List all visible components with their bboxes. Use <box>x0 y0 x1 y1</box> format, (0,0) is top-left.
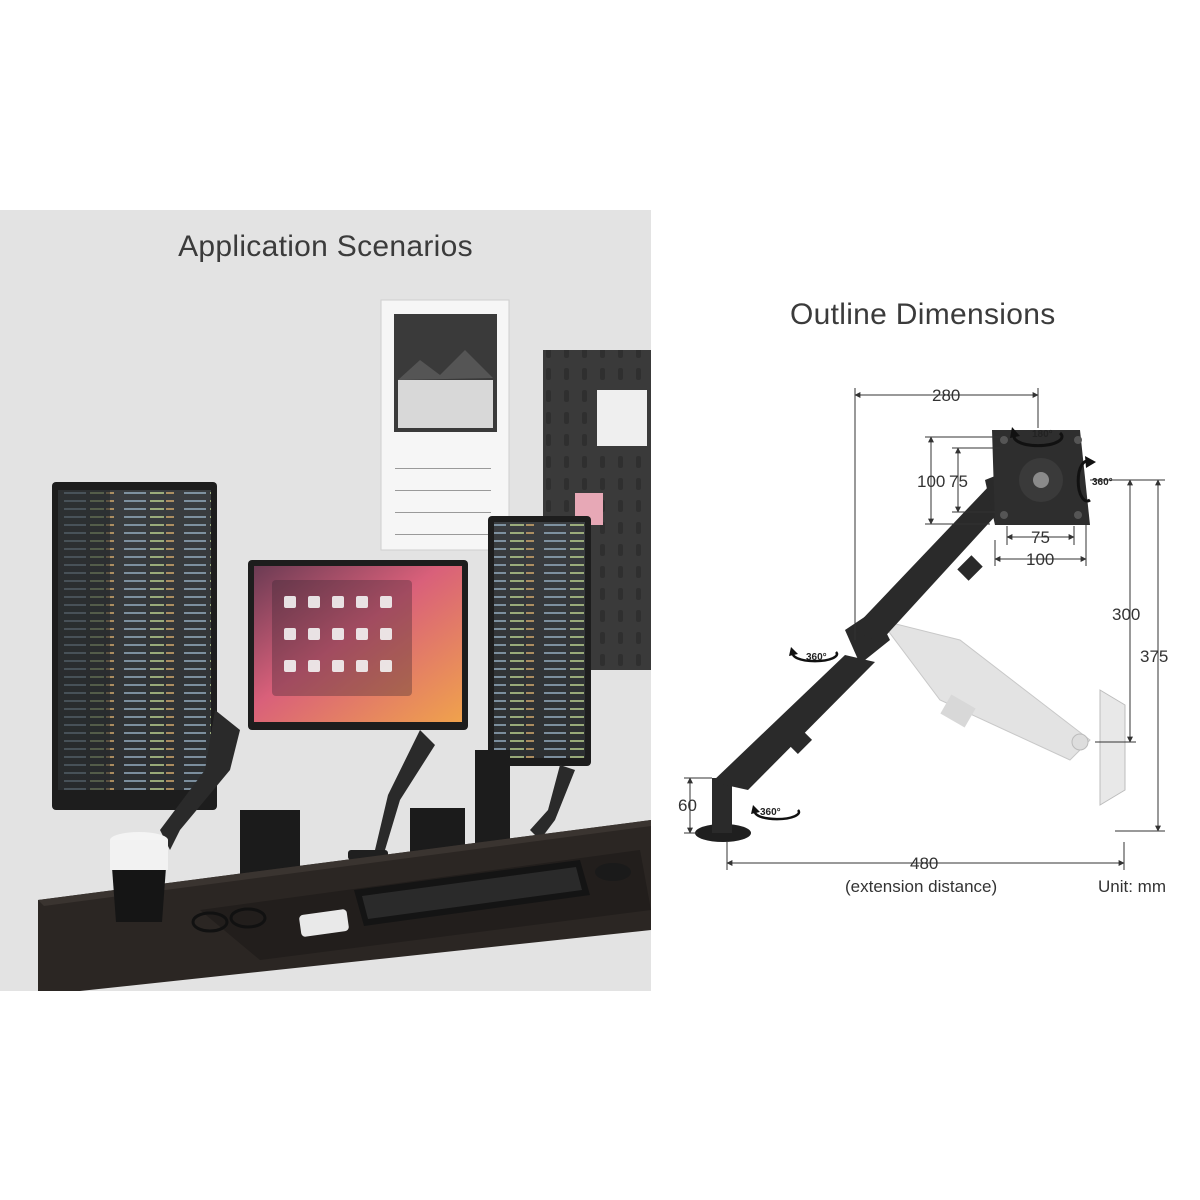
label-300: 300 <box>1112 605 1140 624</box>
label-75-vertical: 75 <box>949 472 968 491</box>
rotation-indicator-tilt <box>1076 456 1096 503</box>
phone <box>299 909 349 937</box>
label-unit: Unit: mm <box>1098 877 1166 896</box>
desk-scene-illustration <box>0 210 651 991</box>
label-60: 60 <box>678 796 697 815</box>
section-title-application-scenarios: Application Scenarios <box>178 230 473 263</box>
label-rotate-plate: 180° <box>1032 429 1053 440</box>
section-title-outline-dimensions: Outline Dimensions <box>790 298 1056 331</box>
monitor-right-portrait <box>475 516 591 850</box>
ghost-arm-position <box>878 619 1126 806</box>
label-rotate-tilt: 360° <box>1092 477 1113 488</box>
label-280: 280 <box>932 386 960 405</box>
glasses <box>191 907 267 933</box>
rotation-indicator-base <box>751 805 801 821</box>
monitor-middle-landscape <box>248 560 468 860</box>
rotation-indicator-elbow <box>789 647 839 663</box>
pegboard <box>543 350 651 670</box>
monitor-left-portrait <box>52 482 240 850</box>
label-100-horizontal: 100 <box>1026 550 1054 569</box>
application-scenarios-panel: Application Scenarios <box>0 210 651 991</box>
keyboard <box>354 860 590 926</box>
coffee-cup <box>110 832 168 922</box>
wall-calendar <box>380 299 510 551</box>
label-extension-distance: (extension distance) <box>845 877 997 896</box>
label-rotate-elbow: 360° <box>806 652 827 663</box>
label-75-horizontal: 75 <box>1031 528 1050 547</box>
mouse <box>595 863 631 881</box>
label-rotate-base: 360° <box>760 807 781 818</box>
label-375: 375 <box>1140 647 1168 666</box>
label-480: 480 <box>910 854 938 873</box>
rotation-indicator-plate <box>1010 427 1064 448</box>
label-100-vertical: 100 <box>917 472 945 491</box>
